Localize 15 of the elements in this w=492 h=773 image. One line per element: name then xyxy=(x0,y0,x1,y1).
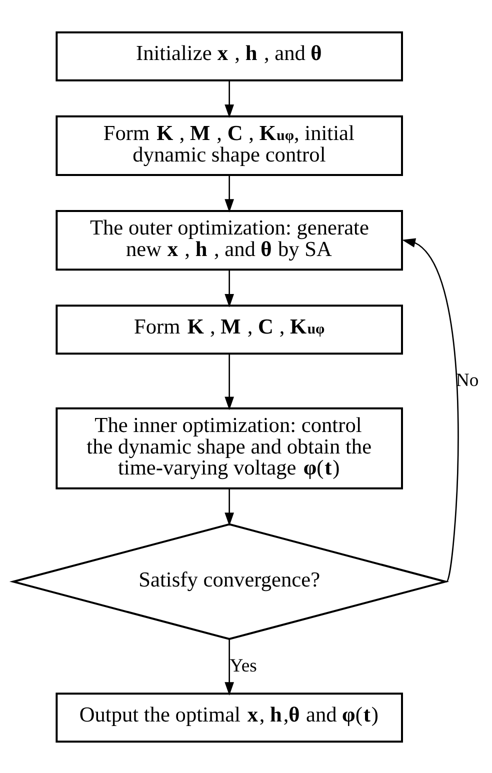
node-box: The inner optimization: control the dynamic shape and obtain the time-varying voltage φ(t) xyxy=(56,406,403,489)
arrow xyxy=(402,238,459,582)
arrow xyxy=(224,270,234,307)
edge-label: Yes xyxy=(230,654,257,676)
arrow xyxy=(224,174,234,212)
node-diamond: Satisfy convergence? xyxy=(9,522,450,640)
node-box: The outer optimization: generate new x , h , and θ by SA xyxy=(56,210,403,270)
arrow xyxy=(224,80,234,118)
node-box: Output the optimal x, h,θ and φ(t) xyxy=(56,692,403,742)
node-box: Form K , M , C , Kuφ xyxy=(56,304,403,354)
arrow xyxy=(224,488,234,526)
arrow xyxy=(224,353,234,410)
arrow xyxy=(224,638,234,695)
node-box: Form K , M , C , Kuφ, initial dynamic shape control xyxy=(56,114,403,176)
node-box: Initialize x , h , and θ xyxy=(56,30,403,81)
